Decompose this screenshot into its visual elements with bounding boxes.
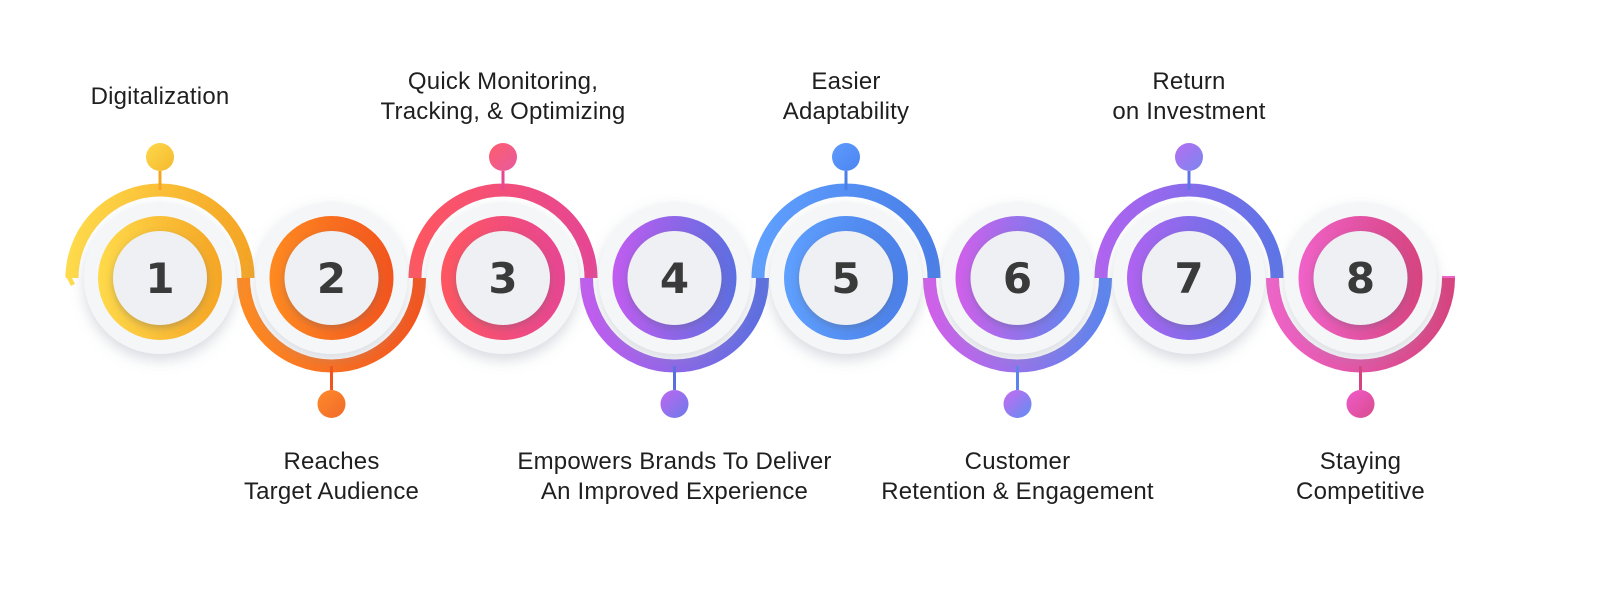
step-label-line: An Improved Experience: [540, 478, 809, 505]
step-inner-disc: [627, 231, 722, 325]
connector-dot-8: [1346, 390, 1375, 418]
step-label-line: Tracking, & Optimizing: [380, 98, 626, 125]
step-label-line: Empowers Brands To Deliver: [517, 448, 832, 475]
step-label-line: Competitive: [1296, 478, 1425, 505]
step-7: 7: [1113, 202, 1265, 354]
step-inner-disc: [1142, 231, 1236, 325]
wave-start-cap: [65, 272, 75, 286]
step-inner-disc: [799, 231, 893, 325]
step-number: 8: [1346, 254, 1375, 303]
step-4: 4: [598, 202, 751, 354]
step-inner-disc: [113, 231, 207, 325]
step-number: 1: [145, 254, 174, 303]
step-inner-disc: [970, 231, 1065, 325]
connector-dot-4: [660, 390, 689, 418]
step-label-line: Retention & Engagement: [881, 478, 1154, 505]
connector-dot-3: [489, 143, 517, 171]
step-number: 5: [831, 254, 860, 303]
step-number: 3: [488, 254, 517, 303]
step-label-line: Easier: [811, 68, 881, 95]
step-circles-layer: 1 2 3 4 5 6 7 8: [84, 202, 1437, 354]
step-3: 3: [427, 202, 579, 354]
step-number: 7: [1174, 254, 1203, 303]
step-number: 6: [1003, 254, 1032, 303]
step-2: 2: [255, 202, 408, 354]
step-number: 2: [317, 254, 346, 303]
step-8: 8: [1284, 202, 1437, 354]
step-label-line: Return: [1152, 68, 1226, 95]
connector-dot-2: [317, 390, 346, 418]
step-inner-disc: [456, 231, 550, 325]
step-label-line: Adaptability: [782, 98, 910, 125]
step-number: 4: [660, 254, 689, 303]
step-label-line: Customer: [964, 448, 1071, 475]
step-label-line: Quick Monitoring,: [407, 68, 599, 95]
connector-dot-6: [1003, 390, 1032, 418]
step-5: 5: [770, 202, 922, 354]
step-label-line: Digitalization: [90, 83, 230, 110]
step-label-1: Digitalization: [0, 82, 330, 112]
step-label-7: Return on Investment: [1019, 67, 1359, 127]
step-inner-disc: [284, 231, 379, 325]
step-inner-disc: [1313, 231, 1408, 325]
step-label-line: Reaches: [283, 448, 380, 475]
connector-dot-7: [1175, 143, 1203, 171]
step-1: 1: [84, 202, 236, 354]
step-label-line: Staying: [1319, 448, 1402, 475]
step-label-3: Quick Monitoring, Tracking, & Optimizing: [333, 67, 673, 127]
connector-dot-1: [146, 143, 174, 171]
step-label-line: Target Audience: [243, 478, 420, 505]
step-label-line: on Investment: [1112, 98, 1266, 125]
connector-dot-5: [832, 143, 860, 171]
step-6: 6: [941, 202, 1094, 354]
step-label-4: Empowers Brands To Deliver An Improved Ex…: [505, 447, 845, 507]
